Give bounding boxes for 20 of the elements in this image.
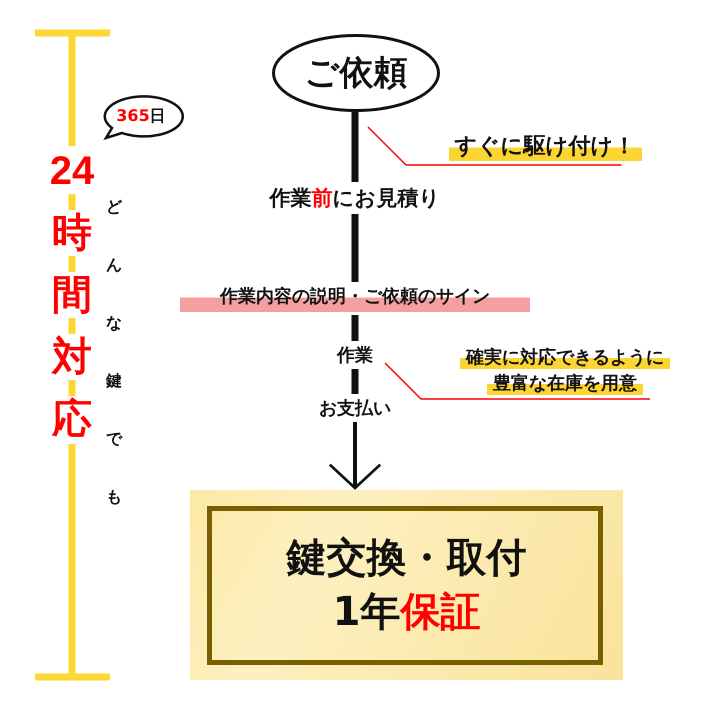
connector-line <box>352 369 358 394</box>
vertical-heading: 24時間対応 <box>48 148 96 443</box>
connector-line <box>352 214 358 282</box>
arrow <box>328 422 382 490</box>
node-text: 鍵交換・取付 <box>286 534 526 583</box>
node-text: 作業内容の説明・ご依頼のサイン <box>220 285 490 308</box>
vertical-text: どんな鍵でも <box>106 196 122 508</box>
node-text: 1年保証 <box>332 588 480 637</box>
connector-line <box>352 315 358 341</box>
leader-line <box>384 362 650 400</box>
node-text: 365日 <box>116 106 166 126</box>
node-text: 確実に対応できるように <box>460 345 670 369</box>
result-box <box>190 490 623 680</box>
node-text: 豊富な在庫を用意 <box>487 371 643 395</box>
node-text: ご依頼 <box>304 52 408 95</box>
start-ellipse <box>272 34 440 112</box>
node-text: 作業 <box>337 344 373 367</box>
node-text: 作業前にお見積り <box>270 185 440 212</box>
node-text: お支払い <box>319 397 391 420</box>
connector-line <box>352 112 358 182</box>
